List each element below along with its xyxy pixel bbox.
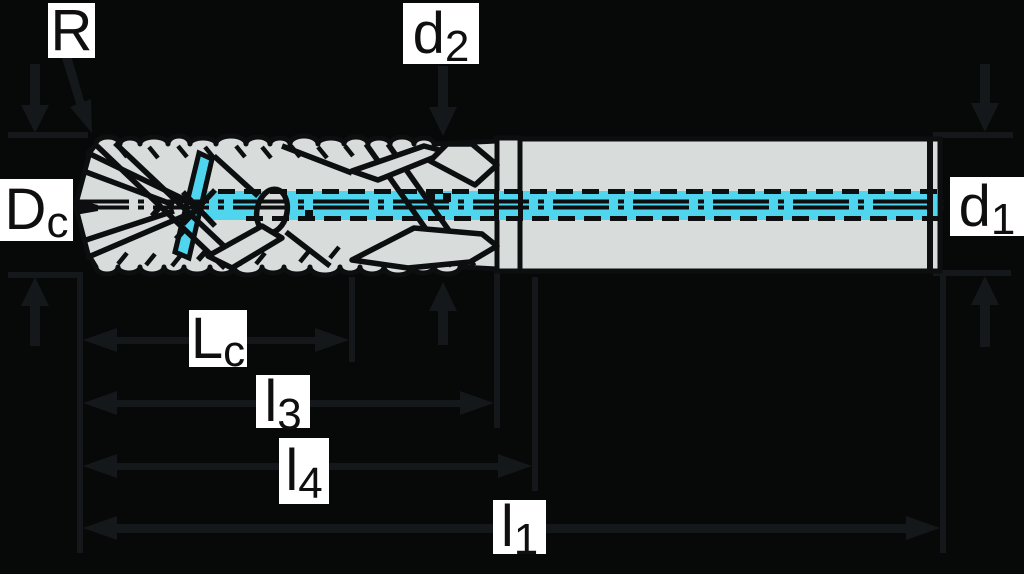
extension-line-bottom-left bbox=[8, 272, 80, 278]
label-corner-radius: R bbox=[48, 1, 95, 59]
l3-dimension-line bbox=[83, 391, 494, 415]
d1-arrow-down-icon bbox=[971, 64, 999, 132]
dc-arrow-down-icon bbox=[21, 64, 49, 133]
extension-line-l4 bbox=[532, 277, 538, 491]
extension-line-left bbox=[77, 272, 83, 553]
l1-dimension-line bbox=[83, 516, 940, 540]
extension-line-top-right bbox=[933, 132, 1013, 138]
l4-dimension-line bbox=[83, 454, 532, 478]
dimension-lines bbox=[8, 52, 1013, 553]
band-ticks bbox=[305, 193, 451, 218]
extension-line-right bbox=[940, 273, 946, 553]
d1-arrow-up-icon bbox=[971, 276, 999, 347]
extension-line-top-left bbox=[8, 132, 88, 138]
d2-arrow-down-icon bbox=[429, 66, 457, 136]
extension-line-l3 bbox=[494, 272, 500, 428]
extension-line-lc bbox=[349, 277, 355, 362]
dc-arrow-up-icon bbox=[21, 277, 49, 346]
band-dashed-edges bbox=[218, 189, 940, 221]
radius-leader-arrow-icon bbox=[61, 52, 92, 133]
d2-arrow-up-icon bbox=[429, 282, 457, 345]
extension-line-bottom-right bbox=[933, 270, 1011, 276]
lc-dimension-line bbox=[83, 328, 349, 352]
tool-body bbox=[73, 133, 951, 278]
centerline bbox=[73, 199, 951, 210]
